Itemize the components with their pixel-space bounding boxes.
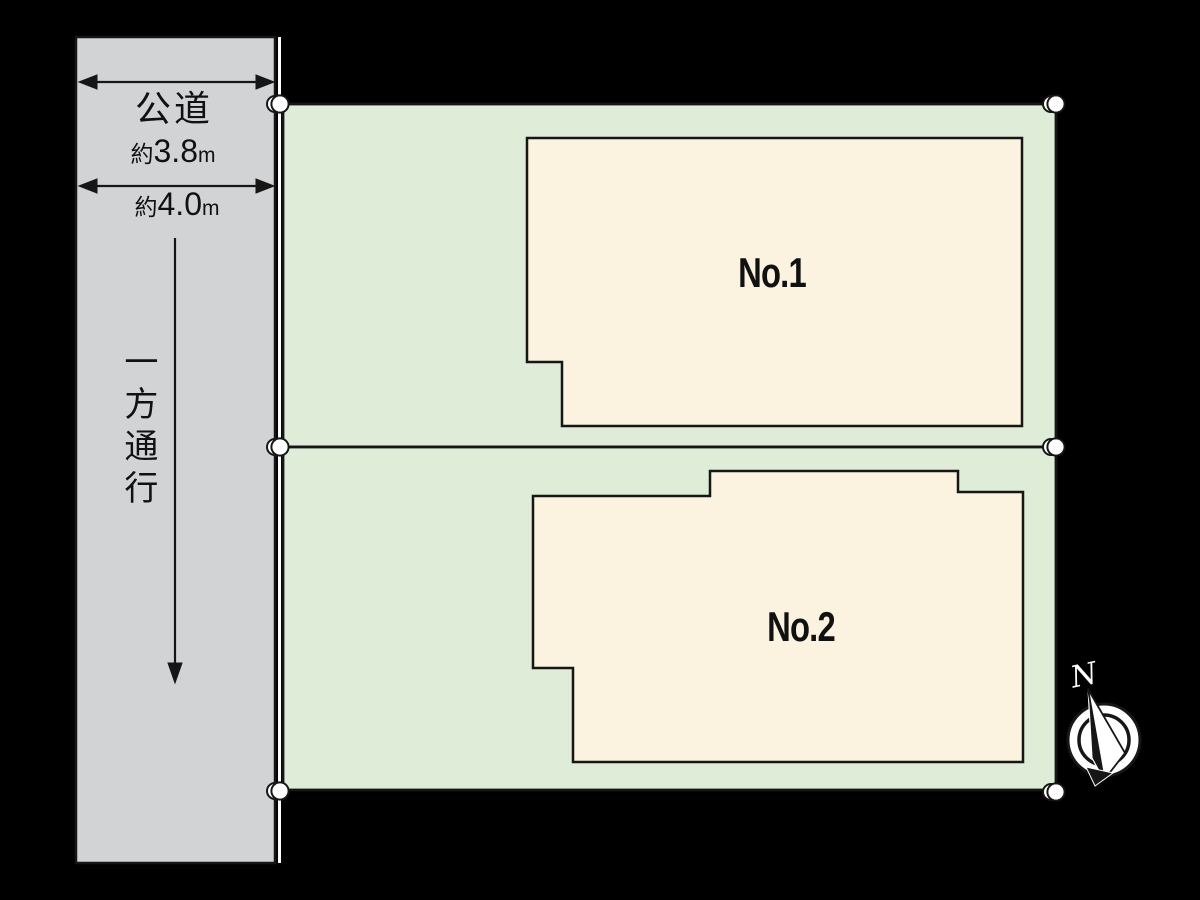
approx-prefix: 約 <box>130 141 154 167</box>
road-name-label: 公道 <box>134 88 214 129</box>
approx-prefix: 約 <box>134 194 158 220</box>
width-unit: m <box>197 144 216 167</box>
one-way-label: 一方通行 <box>118 344 157 512</box>
lot-2-label: No.2 <box>767 602 836 650</box>
boundary-marker <box>266 94 290 114</box>
boundary-marker <box>266 781 290 801</box>
boundary-marker <box>1042 437 1066 457</box>
compass-needle-light <box>1087 688 1127 783</box>
boundary-marker <box>1042 782 1066 802</box>
width-value: 3.8 <box>153 133 198 169</box>
road-width-label-bottom: 約4.0m <box>134 186 220 222</box>
lot-1-label: No.1 <box>738 248 807 296</box>
road-width-arrow-top <box>77 74 276 90</box>
boundary-marker <box>266 437 290 457</box>
boundary-marker <box>1042 94 1066 114</box>
one-way-arrow <box>167 238 183 685</box>
width-value: 4.0 <box>157 186 202 222</box>
width-unit: m <box>201 197 220 220</box>
road-width-arrow-bottom <box>77 178 276 194</box>
building-1-footprint <box>525 136 1024 428</box>
building-2-footprint <box>531 469 1025 764</box>
road-width-label-top: 約3.8m <box>130 133 216 169</box>
boundary-markers <box>266 94 1066 802</box>
compass-needle-tail <box>1085 766 1115 787</box>
compass <box>1066 688 1142 787</box>
